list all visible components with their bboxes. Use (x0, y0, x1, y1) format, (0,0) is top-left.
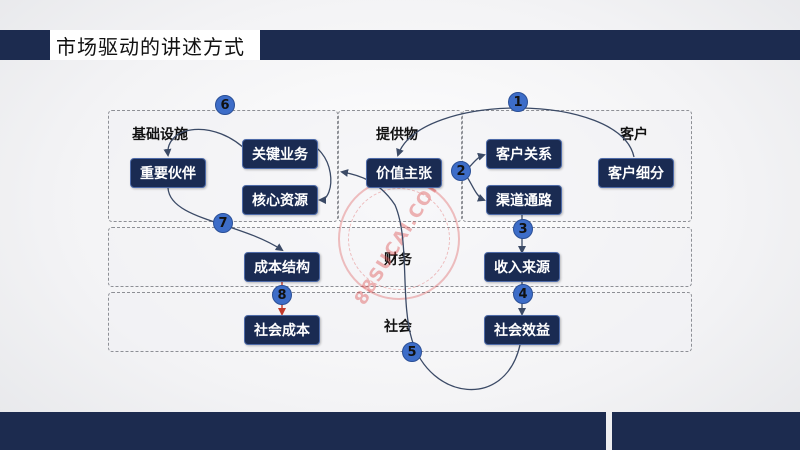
step-badge-3: 3 (513, 219, 533, 239)
connector-6 (163, 128, 249, 157)
step-badge-7: 7 (213, 213, 233, 233)
node-social-benefit: 社会效益 (484, 315, 560, 345)
step-badge-1: 1 (508, 92, 528, 112)
node-key-resources: 核心资源 (242, 185, 318, 215)
node-revenue-streams: 收入来源 (484, 252, 560, 282)
node-social-cost: 社会成本 (244, 315, 320, 345)
node-channels: 渠道通路 (486, 185, 562, 215)
node-customer-relationships: 客户关系 (486, 139, 562, 169)
node-value-proposition: 价值主张 (366, 158, 442, 188)
step-badge-5: 5 (402, 342, 422, 362)
bottom-band-left (0, 412, 606, 450)
connector-7 (167, 187, 284, 252)
bottom-band-right (612, 412, 800, 450)
step-badge-8: 8 (272, 285, 292, 305)
node-key-activities: 关键业务 (242, 139, 318, 169)
label-customer: 客户 (620, 127, 648, 143)
page-title: 市场驱动的讲述方式 (50, 30, 260, 60)
panel-society (108, 292, 692, 352)
step-badge-6: 6 (215, 95, 235, 115)
node-customer-segments: 客户细分 (598, 158, 674, 188)
label-society: 社会 (384, 319, 412, 335)
node-key-partners: 重要伙伴 (130, 158, 206, 188)
step-badge-4: 4 (513, 284, 533, 304)
label-infrastructure: 基础设施 (132, 127, 188, 143)
node-cost-structure: 成本结构 (244, 252, 320, 282)
step-badge-2: 2 (451, 161, 471, 181)
